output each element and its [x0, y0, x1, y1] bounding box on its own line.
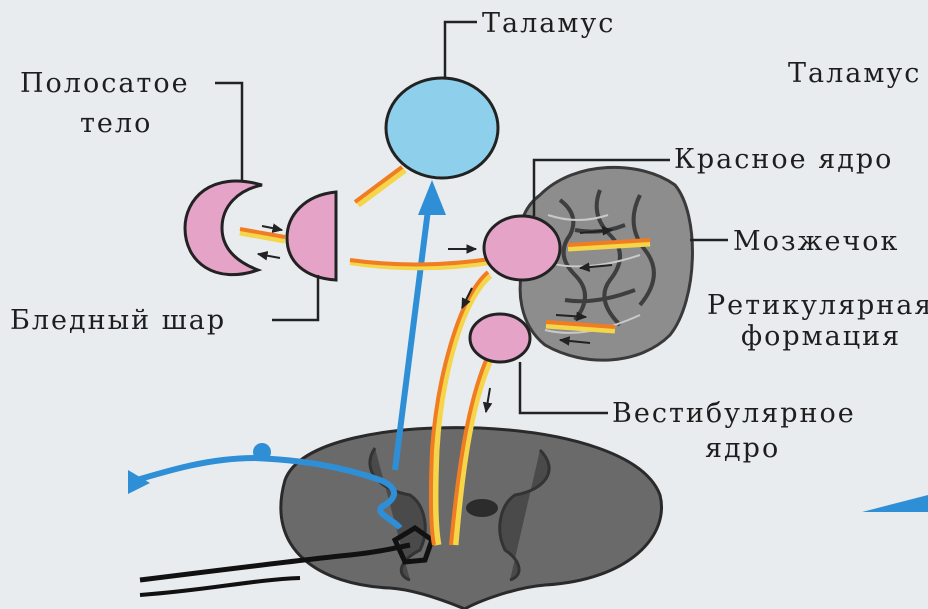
label-globus-pallidus: Бледный шар — [10, 307, 226, 334]
vestibular-nucleus — [470, 314, 530, 362]
striatum-nucleus — [185, 181, 262, 275]
label-vestibular-line1: Вестибулярное — [612, 400, 856, 427]
label-striatum-line1: Полосатое — [20, 70, 190, 97]
red-nucleus — [484, 216, 560, 280]
globus-pallidus-nucleus — [287, 192, 336, 280]
label-vestibular-line2: ядро — [705, 435, 780, 462]
label-thalamus-right: Таламус — [788, 60, 921, 87]
label-reticular-line2: формация — [741, 323, 901, 350]
label-cerebellum: Мозжечок — [733, 228, 899, 255]
spinal-ganglion-icon — [253, 443, 271, 461]
label-reticular-line1: Ретикулярная — [707, 292, 928, 319]
label-striatum-line2: тело — [80, 110, 152, 137]
label-thalamus: Таламус — [482, 10, 615, 37]
label-red-nucleus: Красное ядро — [674, 146, 893, 173]
spinal-cord-section — [281, 428, 662, 609]
thalamus-nucleus — [386, 78, 498, 178]
